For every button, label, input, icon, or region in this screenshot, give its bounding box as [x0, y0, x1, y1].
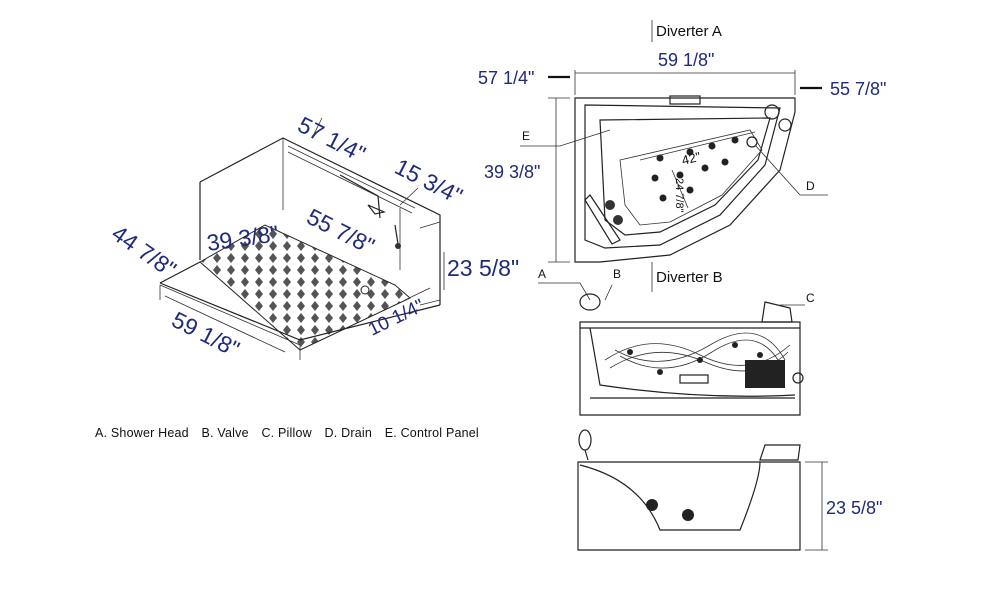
top-dim-42: 42": [680, 149, 703, 168]
top-dim-55-7-8: 55 7/8": [830, 79, 886, 99]
callout-c: C: [806, 291, 815, 305]
top-dim-39-3-8: 39 3/8": [484, 162, 540, 182]
legend-item-pillow: C. Pillow: [261, 426, 312, 440]
isometric-view: 57 1/4" 15 3/4" 39 3/8" 55 7/8" 44 7/8" …: [107, 111, 519, 362]
iso-dim-23-5-8: 23 5/8": [447, 255, 519, 281]
legend-item-shower-head: A. Shower Head: [95, 426, 189, 440]
diverter-b-label: Diverter B: [656, 269, 723, 286]
callout-b: B: [613, 267, 621, 281]
legend-item-control-panel: E. Control Panel: [384, 426, 479, 440]
callout-e: E: [522, 129, 530, 143]
front-dim-23-5-8: 23 5/8": [826, 498, 882, 518]
legend: A. Shower Head B. Valve C. Pillow D. Dra…: [95, 426, 488, 440]
diverter-a-label: Diverter A: [656, 23, 722, 40]
legend-item-drain: D. Drain: [324, 426, 372, 440]
front-view: 23 5/8": [577, 429, 882, 551]
top-dim-24-7-8: 24 7/8": [673, 178, 685, 213]
legend-item-valve: B. Valve: [201, 426, 249, 440]
callout-d: D: [806, 179, 815, 193]
iso-dim-44-7-8: 44 7/8": [107, 220, 181, 283]
iso-dim-57-1-4: 57 1/4": [294, 111, 370, 167]
side-view: Diverter B A B C: [538, 262, 815, 416]
callout-a: A: [538, 267, 546, 281]
top-dim-57-1-4: 57 1/4": [478, 68, 534, 88]
iso-dim-15-3-4: 15 3/4": [391, 153, 467, 209]
top-view: Diverter A 59 1/8" 57 1/4" 55 7/8" 42": [478, 20, 886, 263]
top-dim-59-1-8: 59 1/8": [658, 50, 714, 70]
